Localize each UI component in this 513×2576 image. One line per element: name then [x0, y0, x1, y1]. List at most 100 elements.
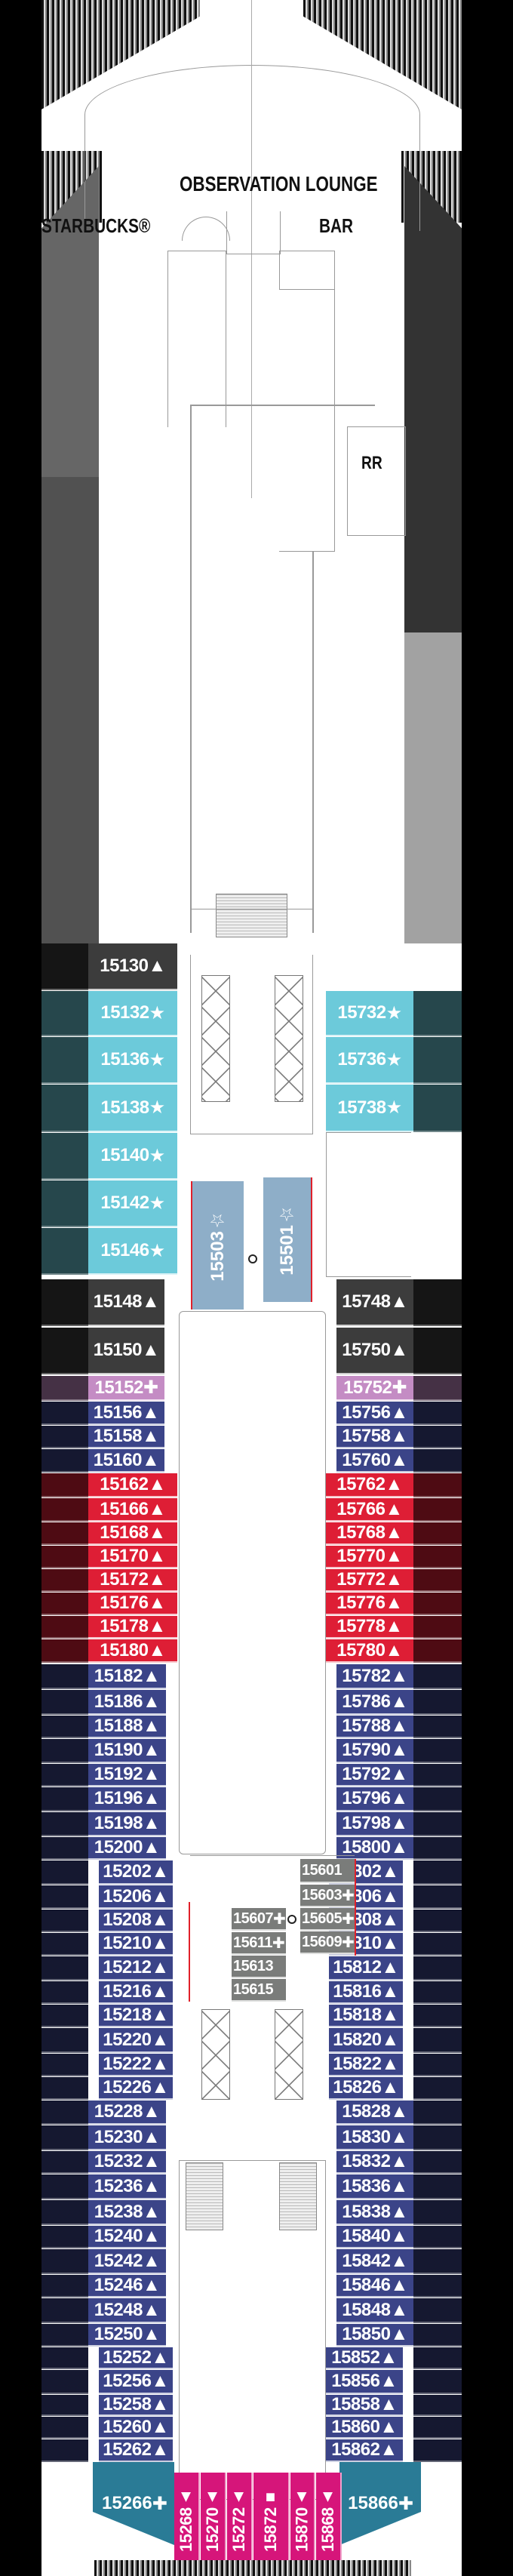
cabin-15818[interactable]: 15818▲ — [329, 2005, 403, 2027]
cabin-15168[interactable]: 15168▲ — [88, 1522, 177, 1545]
cabin-15798[interactable]: 15798▲ — [336, 1812, 413, 1836]
cabin-15778[interactable]: 15778▲ — [326, 1616, 413, 1639]
cabin-15609[interactable]: 15609✚ — [300, 1931, 355, 1954]
cabin-15836[interactable]: 15836▲ — [336, 2174, 413, 2199]
cabin-15758[interactable]: 15758▲ — [336, 1426, 413, 1448]
cabin-15176[interactable]: 15176▲ — [88, 1593, 177, 1615]
cabin-15200[interactable]: 15200▲ — [88, 1837, 166, 1860]
cabin-15770[interactable]: 15770▲ — [326, 1546, 413, 1568]
cabin-15158[interactable]: 15158▲ — [88, 1426, 164, 1448]
cabin-15613[interactable]: 15613 — [232, 1956, 286, 1978]
cabin-15152[interactable]: 15152✚ — [88, 1376, 164, 1401]
cabin-15796[interactable]: 15796▲ — [336, 1787, 413, 1811]
cabin-15170[interactable]: 15170▲ — [88, 1546, 177, 1568]
cabin-15840[interactable]: 15840▲ — [336, 2226, 413, 2248]
cabin-15838[interactable]: 15838▲ — [336, 2200, 413, 2225]
cabin-15800[interactable]: 15800▲ — [336, 1837, 413, 1860]
cabin-15736[interactable]: 15736★ — [326, 1037, 413, 1084]
cabin-15228[interactable]: 15228▲ — [88, 2101, 166, 2125]
cabin-15780[interactable]: 15780▲ — [326, 1639, 413, 1663]
cabin-15150[interactable]: 15150▲ — [88, 1328, 164, 1374]
cabin-15206[interactable]: 15206▲ — [99, 1885, 173, 1909]
cabin-15732[interactable]: 15732★ — [326, 991, 413, 1036]
cabin-15216[interactable]: 15216▲ — [99, 1981, 173, 2004]
cabin-15866[interactable]: 15866✚ — [339, 2462, 421, 2545]
cabin-15850[interactable]: 15850▲ — [336, 2324, 413, 2347]
cabin-15188[interactable]: 15188▲ — [88, 1716, 166, 1738]
cabin-15262[interactable]: 15262▲ — [99, 2439, 173, 2462]
cabin-15870[interactable]: 15870▲ — [290, 2473, 315, 2568]
cabin-15852[interactable]: 15852▲ — [326, 2347, 403, 2369]
cabin-15607[interactable]: 15607✚ — [232, 1908, 286, 1931]
cabin-15816[interactable]: 15816▲ — [329, 1981, 403, 2004]
cabin-15738[interactable]: 15738★ — [326, 1085, 413, 1132]
cabin-15202[interactable]: 15202▲ — [99, 1860, 173, 1885]
cabin-15766[interactable]: 15766▲ — [326, 1498, 413, 1522]
cabin-15842[interactable]: 15842▲ — [336, 2249, 413, 2274]
cabin-15258[interactable]: 15258▲ — [99, 2394, 173, 2416]
cabin-15238[interactable]: 15238▲ — [88, 2200, 166, 2225]
cabin-15872[interactable]: 15872■ — [253, 2473, 290, 2568]
cabin-15156[interactable]: 15156▲ — [88, 1402, 164, 1425]
cabin-15768[interactable]: 15768▲ — [326, 1522, 413, 1545]
cabin-15198[interactable]: 15198▲ — [88, 1812, 166, 1836]
cabin-15756[interactable]: 15756▲ — [336, 1402, 413, 1425]
cabin-15832[interactable]: 15832▲ — [336, 2151, 413, 2174]
cabin-15136[interactable]: 15136★ — [88, 1037, 177, 1084]
cabin-15256[interactable]: 15256▲ — [99, 2370, 173, 2394]
cabin-15212[interactable]: 15212▲ — [99, 1956, 173, 1980]
cabin-15848[interactable]: 15848▲ — [336, 2298, 413, 2323]
cabin-15762[interactable]: 15762▲ — [326, 1473, 413, 1497]
cabin-15601[interactable]: 15601 — [300, 1859, 355, 1883]
cabin-15142[interactable]: 15142★ — [88, 1180, 177, 1227]
cabin-15180[interactable]: 15180▲ — [88, 1639, 177, 1663]
cabin-15782[interactable]: 15782▲ — [336, 1664, 413, 1689]
cabin-15166[interactable]: 15166▲ — [88, 1498, 177, 1522]
cabin-15828[interactable]: 15828▲ — [336, 2101, 413, 2125]
cabin-15252[interactable]: 15252▲ — [99, 2347, 173, 2369]
cabin-15248[interactable]: 15248▲ — [88, 2298, 166, 2323]
cabin-15856[interactable]: 15856▲ — [326, 2370, 403, 2394]
cabin-15236[interactable]: 15236▲ — [88, 2174, 166, 2199]
cabin-15270[interactable]: 15270▲ — [201, 2473, 226, 2568]
cabin-15218[interactable]: 15218▲ — [99, 2005, 173, 2027]
cabin-15822[interactable]: 15822▲ — [329, 2054, 403, 2076]
cabin-15240[interactable]: 15240▲ — [88, 2226, 166, 2248]
cabin-15786[interactable]: 15786▲ — [336, 1690, 413, 1715]
cabin-15222[interactable]: 15222▲ — [99, 2054, 173, 2076]
cabin-15503[interactable]: 15503☆ — [191, 1181, 244, 1310]
cabin-15501[interactable]: 15501☆ — [263, 1177, 312, 1302]
cabin-15750[interactable]: 15750▲ — [336, 1328, 413, 1374]
cabin-15230[interactable]: 15230▲ — [88, 2125, 166, 2150]
cabin-15266[interactable]: 15266✚ — [93, 2462, 174, 2545]
cabin-15788[interactable]: 15788▲ — [336, 1716, 413, 1738]
cabin-15182[interactable]: 15182▲ — [88, 1664, 166, 1689]
cabin-15752[interactable]: 15752✚ — [336, 1376, 413, 1401]
cabin-15160[interactable]: 15160▲ — [88, 1449, 164, 1473]
cabin-15868[interactable]: 15868▲ — [316, 2473, 342, 2568]
cabin-15192[interactable]: 15192▲ — [88, 1764, 166, 1787]
cabin-15615[interactable]: 15615 — [232, 1979, 286, 2002]
cabin-15190[interactable]: 15190▲ — [88, 1739, 166, 1763]
cabin-15611[interactable]: 15611✚ — [232, 1932, 286, 1955]
cabin-15860[interactable]: 15860▲ — [326, 2417, 403, 2439]
cabin-15210[interactable]: 15210▲ — [99, 1933, 173, 1956]
cabin-15820[interactable]: 15820▲ — [329, 2028, 403, 2053]
cabin-15130[interactable]: 15130▲ — [88, 943, 177, 990]
cabin-15272[interactable]: 15272▲ — [227, 2473, 253, 2568]
cabin-15812[interactable]: 15812▲ — [329, 1956, 403, 1980]
cabin-15148[interactable]: 15148▲ — [88, 1279, 164, 1326]
cabin-15772[interactable]: 15772▲ — [326, 1569, 413, 1592]
cabin-15760[interactable]: 15760▲ — [336, 1449, 413, 1473]
cabin-15605[interactable]: 15605✚ — [300, 1908, 355, 1931]
cabin-15268[interactable]: 15268▲ — [174, 2473, 200, 2568]
cabin-15232[interactable]: 15232▲ — [88, 2151, 166, 2174]
cabin-15846[interactable]: 15846▲ — [336, 2275, 413, 2297]
cabin-15172[interactable]: 15172▲ — [88, 1569, 177, 1592]
cabin-15250[interactable]: 15250▲ — [88, 2324, 166, 2347]
cabin-15748[interactable]: 15748▲ — [336, 1279, 413, 1326]
cabin-15162[interactable]: 15162▲ — [88, 1473, 177, 1497]
cabin-15178[interactable]: 15178▲ — [88, 1616, 177, 1639]
cabin-15858[interactable]: 15858▲ — [326, 2394, 403, 2416]
cabin-15830[interactable]: 15830▲ — [336, 2125, 413, 2150]
